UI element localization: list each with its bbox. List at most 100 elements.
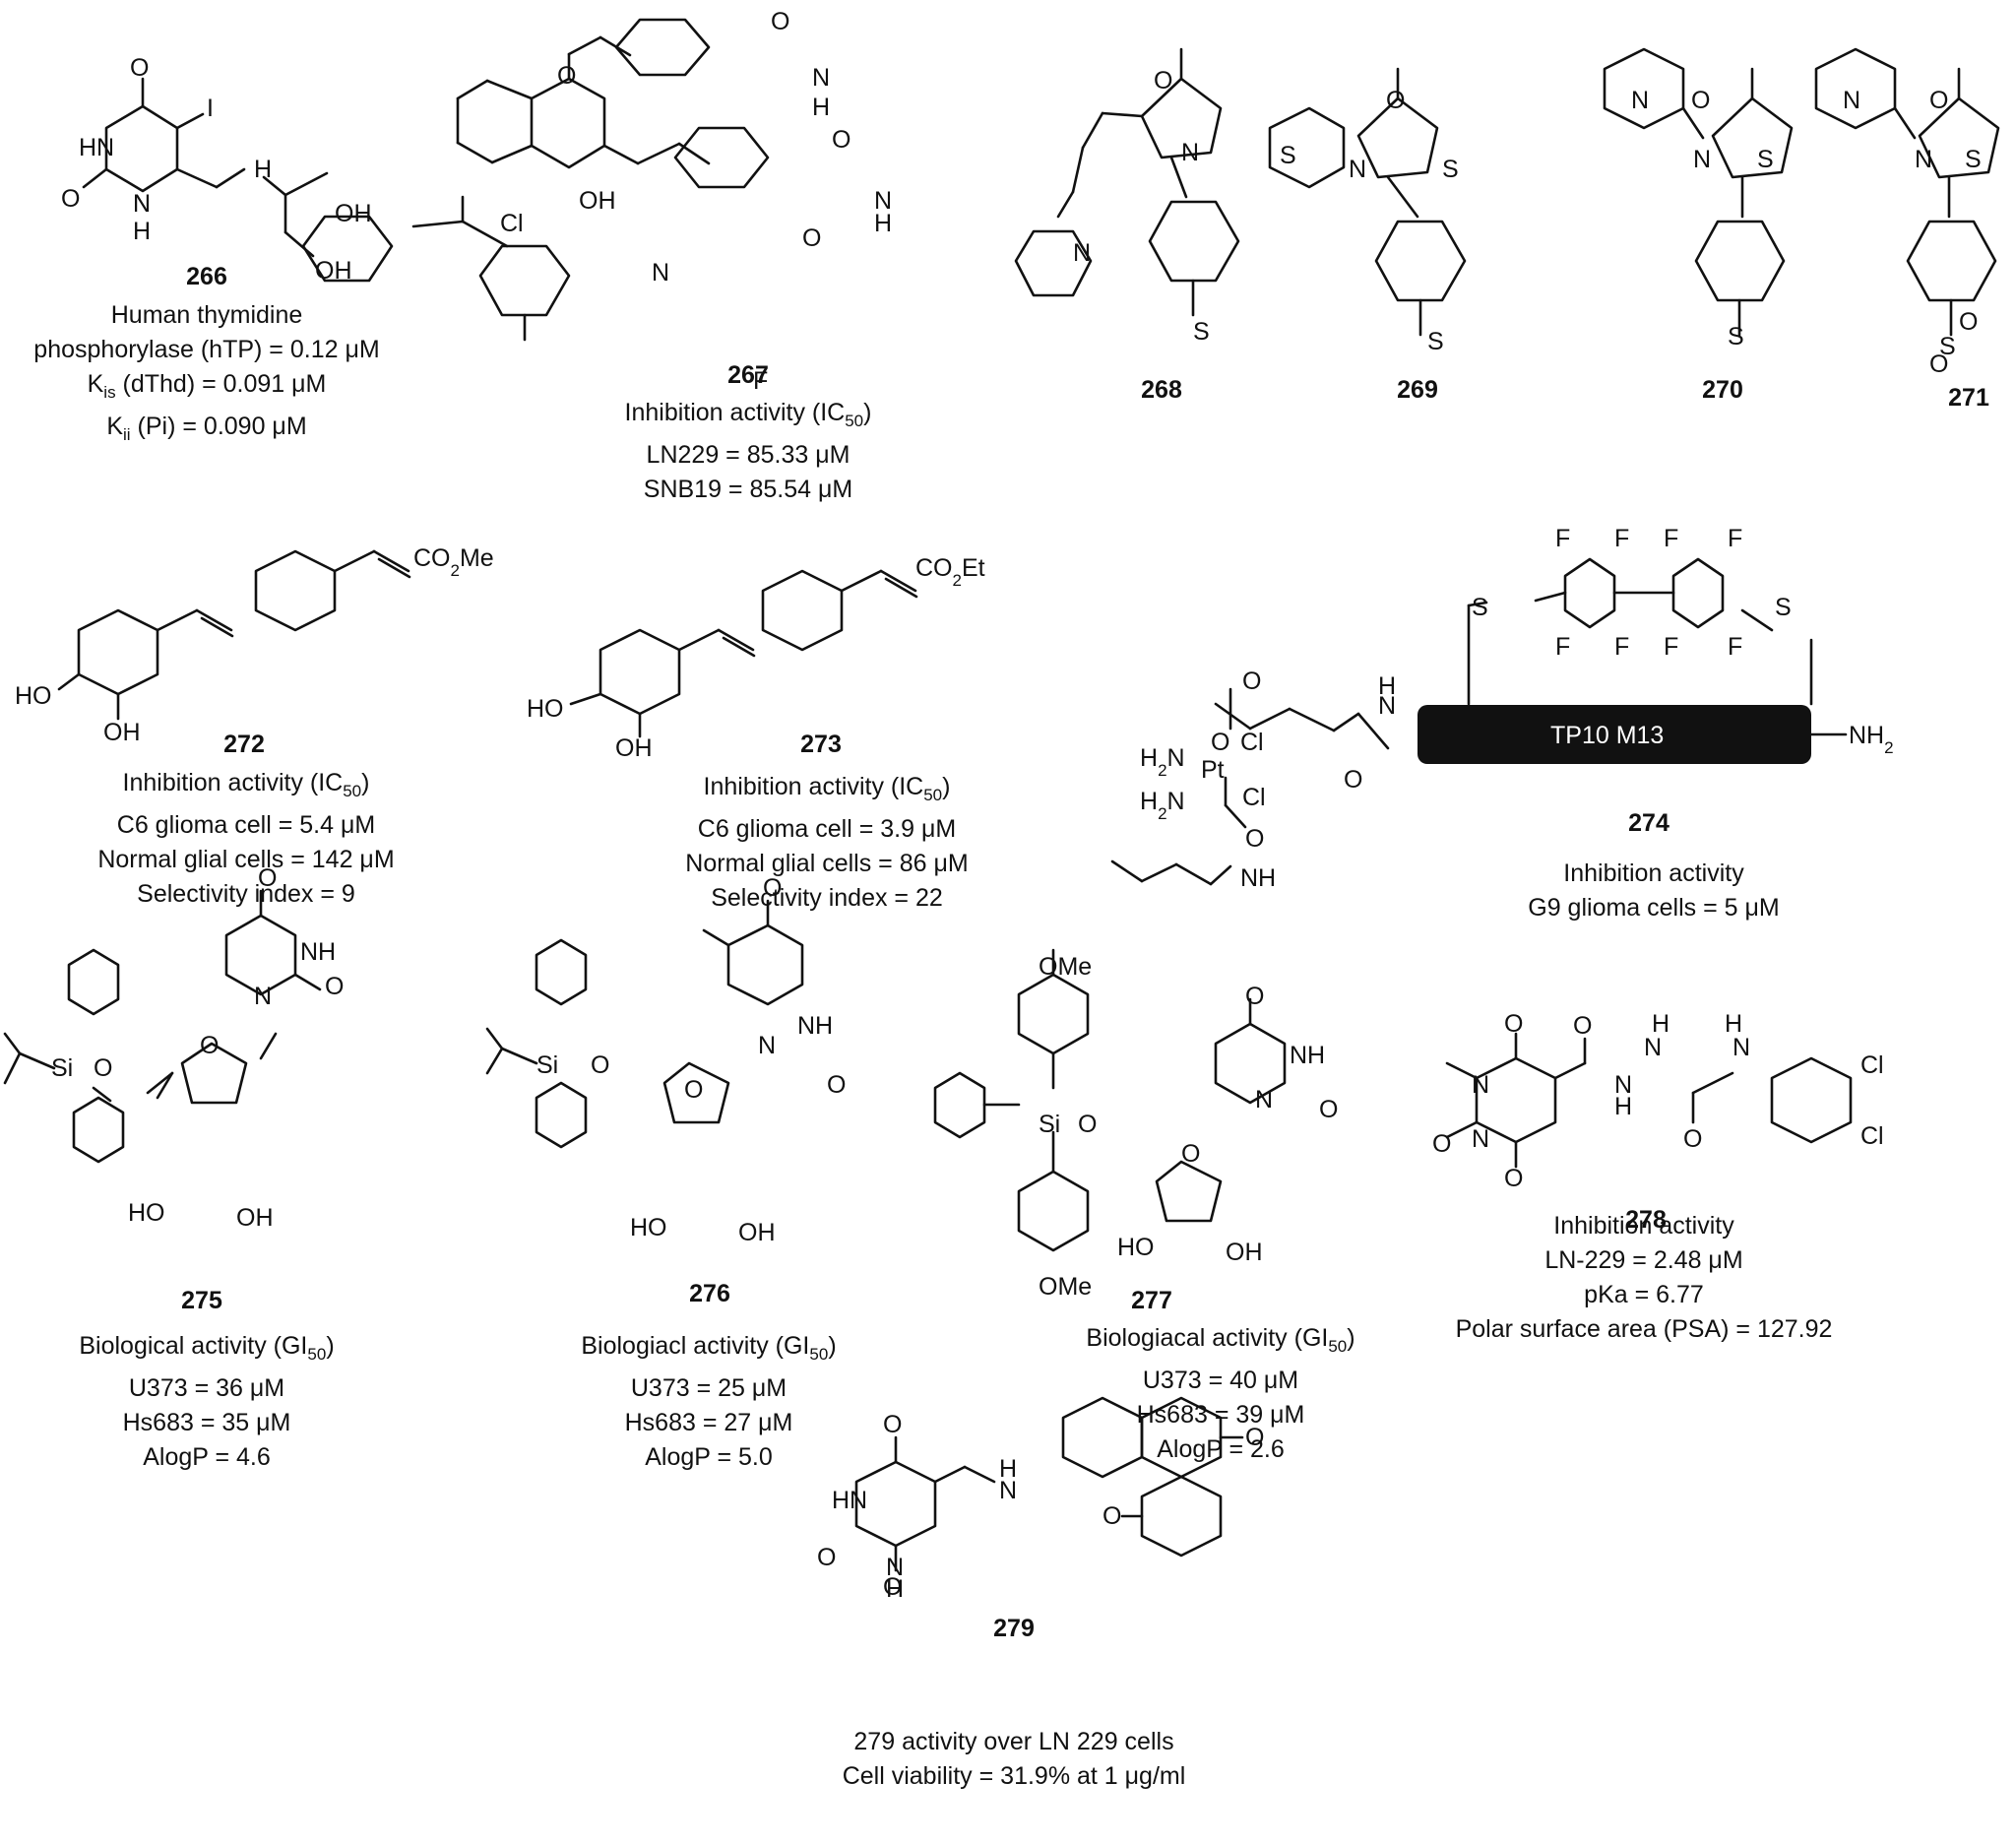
atom-label: S — [1939, 333, 1956, 360]
atom-label: S — [1728, 323, 1744, 350]
atom-labels: O HN I H N O N H OH OH O O N H O O N H C… — [15, 8, 1982, 1603]
atom-label: NH — [797, 1012, 833, 1040]
atom-label: O — [763, 874, 782, 902]
atom-label: N — [999, 1477, 1017, 1504]
atom-label: N — [1614, 1071, 1632, 1099]
atom-label: N — [1644, 1034, 1662, 1061]
peptide-label: TP10 M13 — [1550, 722, 1664, 749]
atom-label: CO2Me — [413, 544, 494, 580]
caption-line: U373 = 40 μM — [1142, 1367, 1299, 1394]
atom-label: N — [886, 1554, 904, 1581]
atom-label: H — [1614, 1093, 1632, 1120]
atom-label: O — [200, 1032, 219, 1059]
caption-272: Inhibition activity (IC50) C6 glioma cel… — [59, 766, 433, 912]
atom-label: S — [1193, 318, 1210, 346]
atom-label: O — [817, 1544, 836, 1571]
compound-number: 267 — [727, 361, 769, 389]
atom-label: F — [1664, 525, 1678, 552]
atom-label: O — [832, 126, 850, 154]
structure-274 — [1110, 557, 1848, 886]
atom-label: O — [1504, 1165, 1523, 1192]
caption-line: Biological activity (GI50) — [79, 1332, 335, 1364]
structure-276 — [485, 899, 804, 1149]
atom-label: O — [61, 185, 80, 213]
atom-label: O — [802, 224, 821, 252]
atom-label: S — [1472, 594, 1488, 621]
atom-label: O — [557, 62, 576, 90]
atom-label: O — [1573, 1012, 1592, 1040]
caption-line: C6 glioma cell = 5.4 μM — [116, 811, 376, 839]
caption-line: LN-229 = 2.48 μM — [1544, 1246, 1743, 1274]
atom-label: H — [1652, 1010, 1670, 1038]
atom-label: S — [1965, 146, 1982, 173]
atom-label: N — [1915, 146, 1932, 173]
atom-label: N — [1732, 1034, 1750, 1061]
caption-line: G9 glioma cells = 5 μM — [1528, 894, 1780, 922]
atom-label: N — [1255, 1086, 1273, 1113]
atom-label: OH — [738, 1219, 776, 1246]
atom-label: Si — [536, 1051, 558, 1079]
atom-label: HN — [832, 1487, 867, 1514]
atom-label: OH — [236, 1204, 274, 1232]
caption-line: Inhibition activity (IC50) — [122, 769, 370, 800]
atom-label: O — [1432, 1130, 1451, 1158]
caption-273: Inhibition activity (IC50) C6 glioma cel… — [640, 770, 1014, 916]
atom-label: O — [883, 1411, 902, 1438]
atom-label: O — [1245, 1424, 1264, 1451]
atom-label: N — [1843, 87, 1860, 114]
atom-label: H2N — [1140, 744, 1185, 780]
atom-label: I — [207, 95, 214, 122]
caption-line: Polar surface area (PSA) = 127.92 — [1455, 1315, 1833, 1343]
caption-line: Hs683 = 35 μM — [122, 1409, 291, 1436]
atom-label: HO — [15, 682, 52, 710]
compound-number: 272 — [223, 731, 265, 758]
caption-line: 279 activity over LN 229 cells — [853, 1728, 1174, 1755]
caption-274: Inhibition activity G9 glioma cells = 5 … — [1477, 857, 1831, 925]
atom-label: Pt — [1201, 756, 1225, 784]
structure-277 — [933, 948, 1287, 1252]
structure-269 — [1268, 67, 1467, 337]
atom-label: F — [1728, 633, 1742, 661]
atom-label: N — [1073, 239, 1091, 267]
caption-275: Biological activity (GI50) U373 = 36 μM … — [59, 1329, 354, 1475]
atom-label: O — [684, 1076, 703, 1104]
caption-line: Selectivity index = 22 — [711, 884, 943, 912]
atom-label: HO — [1117, 1234, 1155, 1261]
atom-label: F — [1614, 633, 1629, 661]
atom-label: O — [1245, 825, 1264, 853]
atom-label: O — [1691, 87, 1710, 114]
caption-line: C6 glioma cell = 3.9 μM — [697, 815, 957, 843]
atom-label: H2N — [1140, 788, 1185, 823]
atom-label: OH — [315, 257, 352, 285]
structure-270 — [1603, 47, 1794, 337]
atom-label: O — [1344, 766, 1362, 794]
caption-line: Hs683 = 27 μM — [624, 1409, 793, 1436]
compound-number: 278 — [1625, 1206, 1667, 1234]
caption-line: SNB19 = 85.54 μM — [643, 476, 853, 503]
atom-label: O — [325, 973, 344, 1000]
compound-number: 269 — [1397, 376, 1438, 404]
atom-label: H — [133, 218, 151, 245]
caption-line: U373 = 36 μM — [128, 1374, 285, 1402]
compound-number: 277 — [1131, 1287, 1172, 1314]
atom-label: Cl — [1860, 1051, 1884, 1079]
atom-label: NH — [1240, 864, 1276, 892]
compound-number: 279 — [993, 1615, 1035, 1642]
atom-label: O — [1959, 308, 1978, 336]
structure-273 — [569, 569, 918, 738]
atom-label: O — [94, 1054, 112, 1082]
caption-line: Kii (Pi) = 0.090 μM — [106, 413, 307, 444]
caption-266: Human thymidine phosphorylase (hTP) = 0.… — [0, 298, 413, 452]
atom-label: HO — [527, 695, 564, 723]
atom-label: H — [812, 94, 830, 121]
caption-line: Selectivity index = 9 — [137, 880, 355, 908]
atom-label: OH — [103, 719, 141, 746]
caption-line: pKa = 6.77 — [1584, 1281, 1704, 1308]
atom-label: N — [1378, 692, 1396, 720]
atom-label: N — [1472, 1125, 1489, 1153]
caption-line: Cell viability = 31.9% at 1 μg/ml — [842, 1762, 1186, 1790]
compound-number: 268 — [1141, 376, 1182, 404]
atom-label: F — [1728, 525, 1742, 552]
atom-label: O — [258, 864, 277, 892]
atom-label: S — [1757, 146, 1774, 173]
